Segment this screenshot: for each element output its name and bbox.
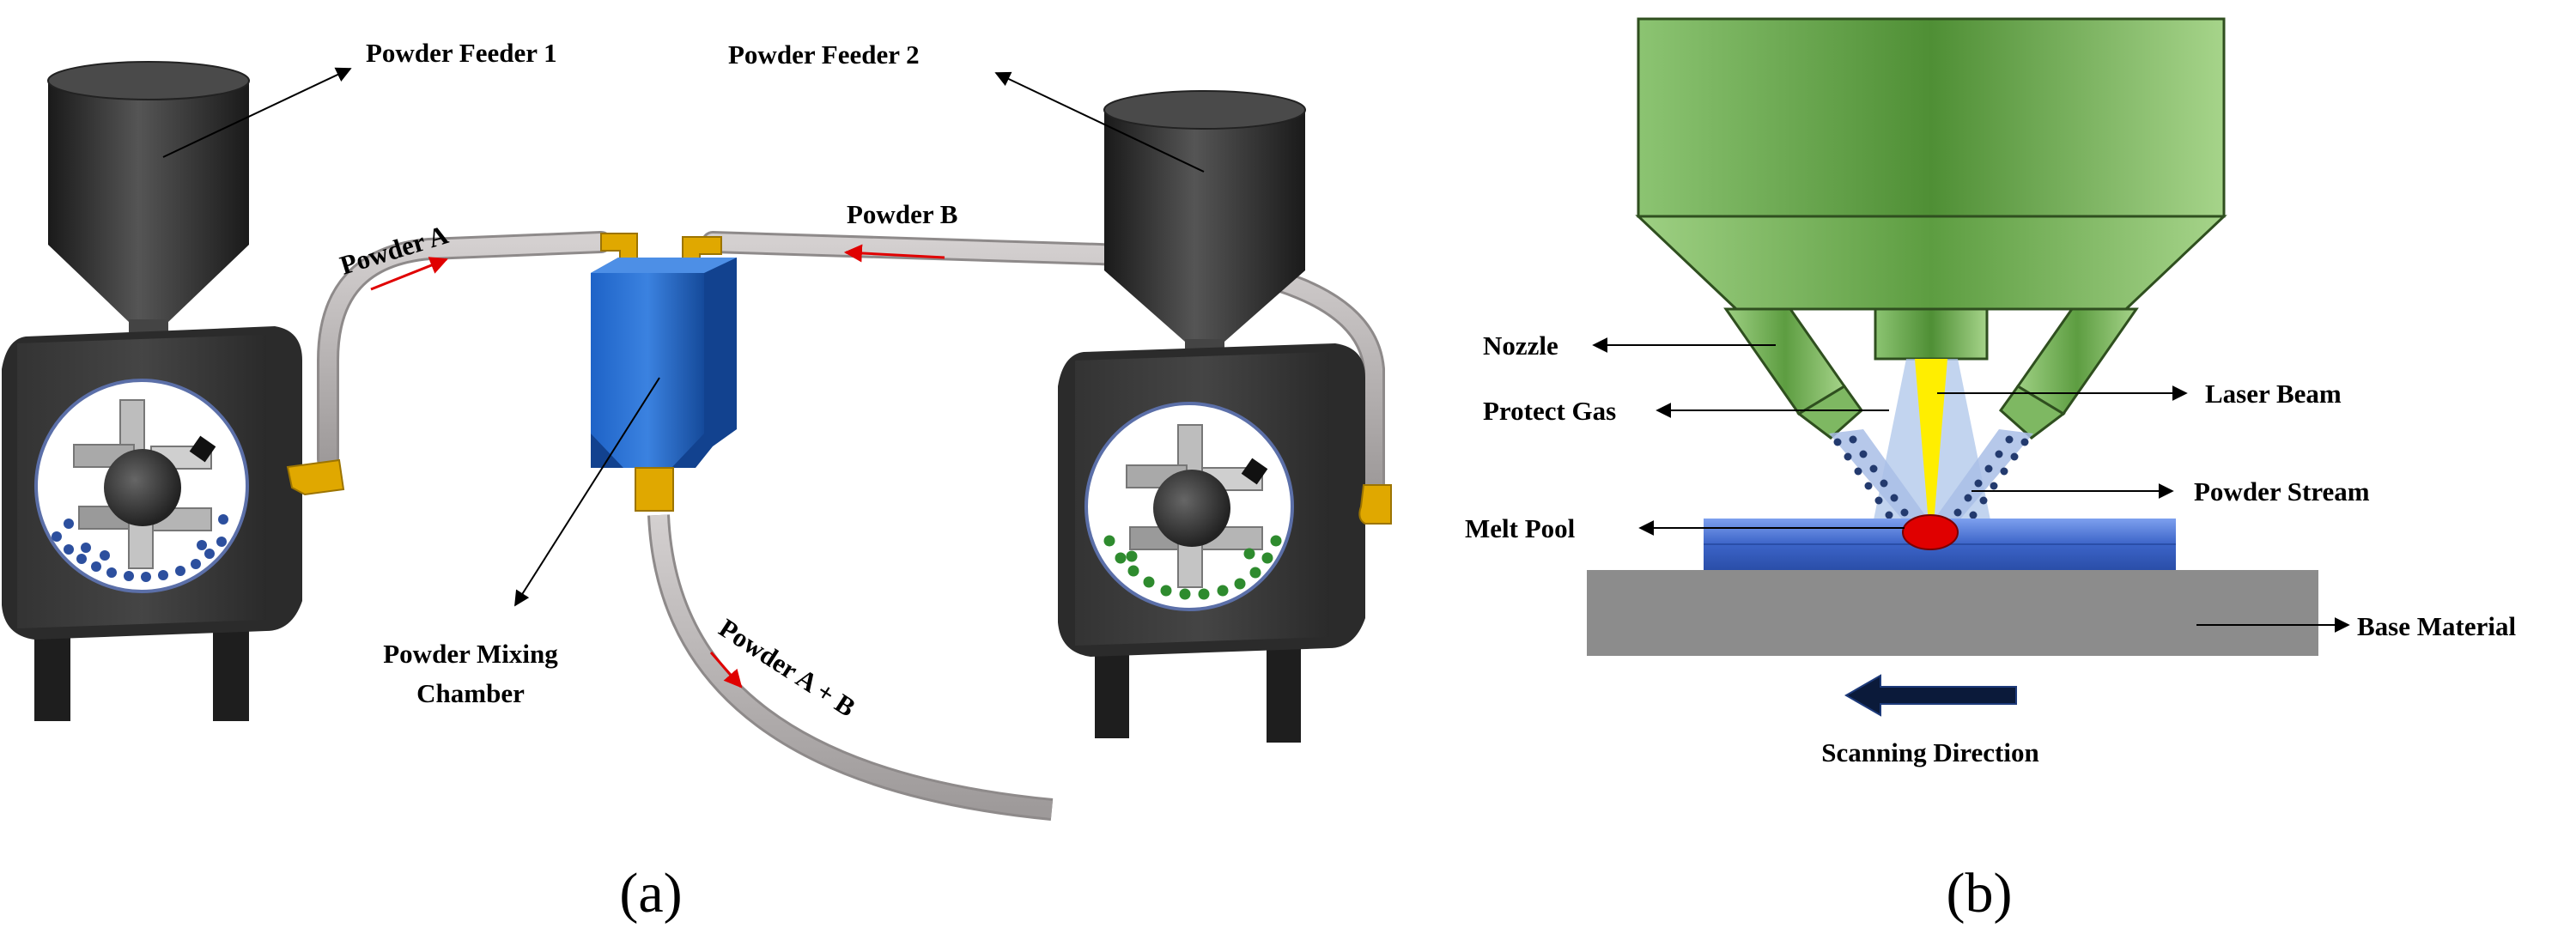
flow-arrow-a [370,257,448,291]
label-base-material: Base Material [2357,611,2516,641]
caption-b: (b) [1947,862,2013,925]
powder-b-dots [1103,535,1282,600]
powder-a-dots [52,514,228,582]
label-mixing-chamber-line1: Powder Mixing [383,639,558,669]
powder-feeder-2 [1058,90,1392,743]
nozzle-left [1723,307,1864,440]
flow-arrow-ab [709,652,743,688]
label-scanning-direction: Scanning Direction [1821,737,2038,767]
panel-a: Powder Feeder 1 Powder Feeder 2 Powder A… [2,38,1392,925]
pointer-feeder-2 [994,71,1205,173]
caption-a: (a) [619,862,682,925]
powder-mixing-chamber [591,233,737,512]
panel-b: Nozzle Protect Gas Laser Beam Powder Str… [1465,17,2516,925]
tube-powder-ab [647,514,1054,821]
label-powder-b: Powder B [847,199,957,229]
label-powder-stream: Powder Stream [2194,476,2370,506]
label-protect-gas: Protect Gas [1483,396,1616,426]
label-laser-beam: Laser Beam [2205,379,2342,409]
label-powder-a: Powder A [337,219,453,280]
pointer-feeder-1 [162,67,352,158]
rotor-1 [73,399,216,569]
pointer-mixing-chamber [514,377,660,607]
label-melt-pool: Melt Pool [1465,513,1576,543]
label-mixing-chamber-line2: Chamber [416,678,525,708]
label-nozzle: Nozzle [1483,331,1558,361]
label-powder-feeder-2: Powder Feeder 2 [728,39,920,70]
base-material [1587,570,2318,656]
powder-stream [1829,429,2033,539]
powder-feeder-1 [2,61,345,721]
laser-head [1635,17,2227,361]
tube-powder-a [317,231,612,470]
label-powder-feeder-1: Powder Feeder 1 [366,38,557,68]
flow-arrow-b [843,244,945,263]
laser-beam [1915,359,1947,524]
rotor-2 [1126,424,1268,588]
scanning-direction-arrow [1844,674,2017,717]
nozzle-right [1998,307,2139,440]
melt-pool [1902,514,1959,550]
